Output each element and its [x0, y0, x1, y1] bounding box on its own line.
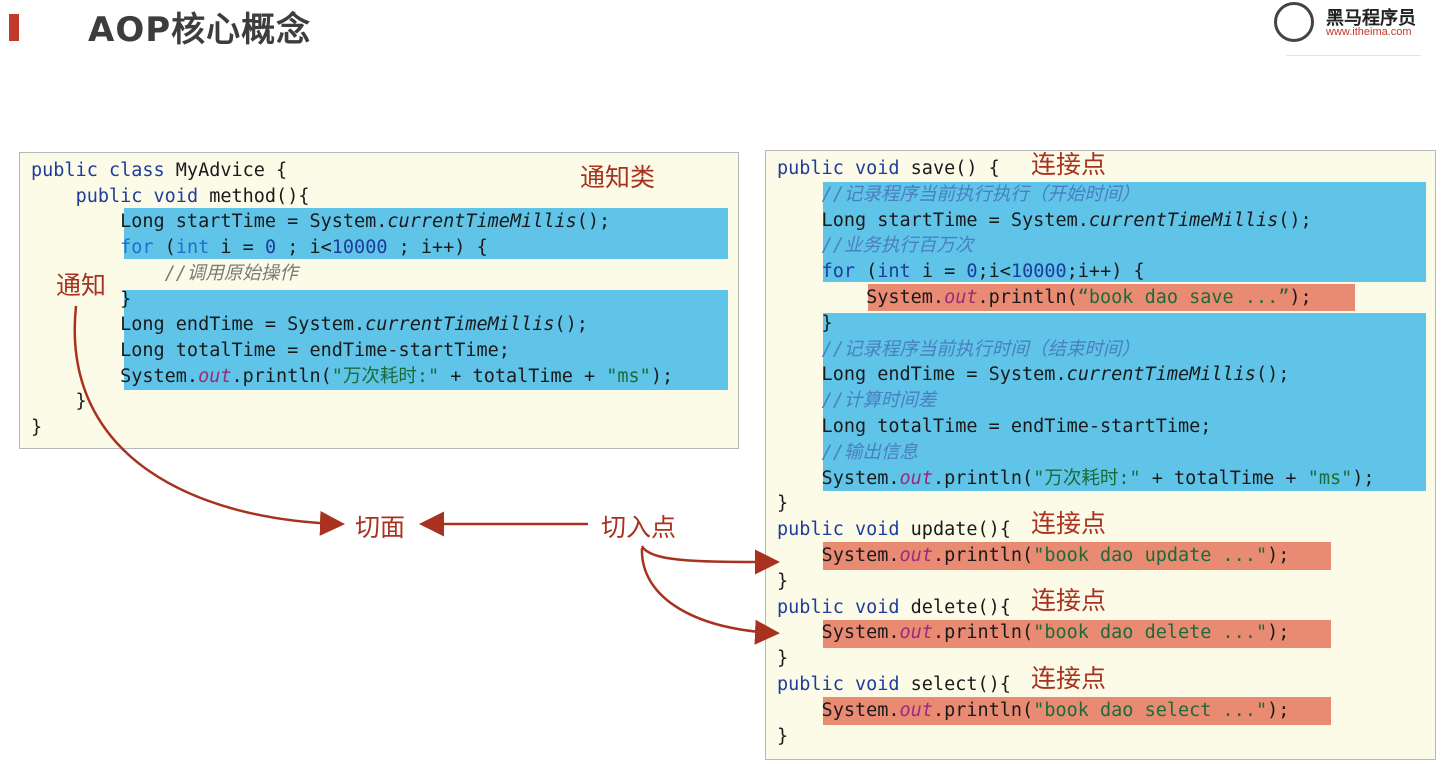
code-line: for (int i = 0;i<10000;i++) {	[821, 261, 1145, 283]
code-line: System.out.println("book dao update ..."…	[777, 545, 1290, 566]
code-line: System.out.println("万次耗时:" + totalTime +…	[777, 467, 1375, 489]
brand-logo: 黑马程序员 www.itheima.com	[1274, 2, 1434, 46]
advice-to-aspect-arrow	[73, 305, 345, 536]
code-line: }	[777, 725, 789, 747]
code-line: Long totalTime = endTime-startTime;	[31, 339, 510, 361]
code-line: }	[31, 417, 43, 438]
horse-logo-icon	[1274, 2, 1314, 42]
label-pointcut: 切入点	[601, 513, 677, 542]
code-line: Long startTime = System.currentTimeMilli…	[777, 209, 1312, 231]
logo-name: 黑马程序员	[1326, 8, 1416, 29]
highlight-delete-body	[823, 620, 1331, 648]
code-line: //调用原始操作	[164, 262, 298, 284]
code-line: System.out.println("book dao delete ..."…	[777, 622, 1290, 644]
code-line: //记录程序当前执行时间（结束时间）	[821, 338, 1140, 360]
code-line: public void select(){	[777, 674, 1011, 695]
highlight-save-body	[868, 284, 1355, 311]
code-line: //记录程序当前执行执行（开始时间）	[821, 183, 1140, 205]
code-line: Long endTime = System.currentTimeMillis(…	[777, 364, 1290, 386]
target-methods-panel: public void save() { //记录程序当前执行执行（开始时间） …	[765, 150, 1436, 760]
highlight-before	[124, 208, 728, 259]
code-line: public class MyAdvice {	[31, 160, 288, 181]
code-line: System.out.println("万次耗时:" + totalTime +…	[31, 365, 674, 387]
code-line: public void delete(){	[777, 596, 1011, 618]
label-joinpoint-select: 连接点	[1031, 664, 1107, 693]
label-aspect: 切面	[355, 513, 406, 542]
label-joinpoint-update: 连接点	[1031, 509, 1107, 538]
code-line: Long startTime = System.currentTimeMilli…	[31, 211, 611, 233]
code-line: public void save() {	[777, 158, 1000, 179]
logo-url: www.itheima.com	[1326, 26, 1412, 38]
code-line: //输出信息	[821, 441, 918, 463]
header-divider	[1286, 55, 1421, 56]
highlight-update-body	[823, 542, 1331, 570]
highlight-select-body	[823, 697, 1331, 725]
code-line: //计算时间差	[821, 390, 937, 412]
code-line: Long endTime = System.currentTimeMillis(…	[31, 314, 588, 336]
pointcut-to-delete-arrow	[640, 547, 780, 645]
code-line: }	[777, 312, 833, 334]
code-line: //业务执行百万次	[821, 235, 974, 257]
code-line: }	[31, 391, 87, 413]
code-line: }	[777, 493, 789, 515]
code-line: System.out.println("book dao select ..."…	[777, 699, 1290, 721]
code-line: }	[777, 570, 789, 592]
code-line: public void method(){	[75, 185, 310, 207]
label-joinpoint-delete: 连接点	[1031, 586, 1107, 615]
highlight-save-before	[823, 182, 1426, 282]
code-line: }	[31, 288, 132, 310]
code-line: System.out.println(“book dao save ...”);	[777, 287, 1312, 308]
advice-class-panel: public class MyAdvice { public void meth…	[19, 152, 739, 449]
code-line: for (int i = 0 ; i<10000 ; i++) {	[120, 237, 488, 259]
code-line: public void update(){	[777, 519, 1011, 541]
highlight-save-after	[823, 313, 1426, 491]
pointcut-to-update-arrow	[640, 545, 780, 575]
label-joinpoint-save: 连接点	[1031, 150, 1107, 179]
title-accent-bar	[9, 14, 19, 41]
label-advice-class: 通知类	[580, 163, 656, 192]
slide-title: AOP核心概念	[88, 10, 312, 50]
highlight-after	[124, 290, 728, 390]
label-advice: 通知	[56, 271, 107, 300]
code-line: Long totalTime = endTime-startTime;	[777, 416, 1212, 437]
code-line: }	[777, 648, 789, 670]
